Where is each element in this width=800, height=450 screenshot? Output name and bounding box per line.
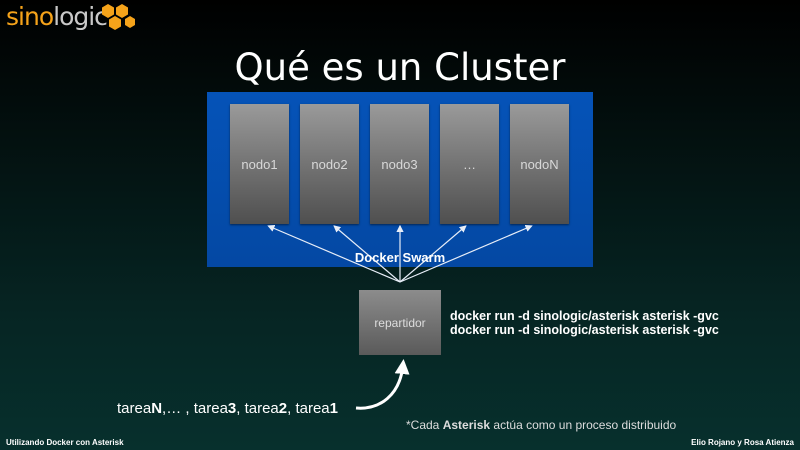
logo-text-sino: sino <box>6 2 54 31</box>
task-queue-text: tareaN,… , tarea3, tarea2, tarea1 <box>117 400 338 417</box>
hexagon-logo-icon <box>102 4 135 30</box>
slide-title: Qué es un Cluster <box>234 46 566 89</box>
node-box: nodo1 <box>230 104 289 224</box>
footnote: *Cada Asterisk actúa como un proceso dis… <box>406 418 676 432</box>
note-segment: *Cada <box>406 418 443 432</box>
tasks-segment: N <box>151 400 163 417</box>
tasks-segment: 1 <box>329 400 338 417</box>
tasks-segment: ,… , tarea <box>162 400 228 417</box>
arrow-to-node-5 <box>399 225 533 283</box>
docker-swarm-label: Docker Swarm <box>354 250 446 265</box>
tasks-segment: tarea <box>117 400 152 417</box>
tasks-segment: , tarea <box>236 400 279 417</box>
arrow-to-node-2 <box>333 225 401 283</box>
command-line: docker run -d sinologic/asterisk asteris… <box>450 309 719 323</box>
curved-arrow-icon <box>355 359 410 410</box>
note-segment: actúa como un proceso distribuido <box>490 418 677 432</box>
node-box: … <box>440 104 499 224</box>
logo-text-logic: logic <box>53 2 108 31</box>
tasks-segment: 3 <box>227 400 237 417</box>
note-segment: Asterisk <box>442 418 491 432</box>
node-box: nodo3 <box>370 104 429 224</box>
footer-title: Utilizando Docker con Asterisk <box>6 438 124 447</box>
tasks-segment: , tarea <box>287 400 330 417</box>
footer-authors: Elio Rojano y Rosa Atienza <box>691 438 794 447</box>
arrow-to-node-1 <box>267 225 401 283</box>
sinologic-logo: sinologic <box>6 2 135 31</box>
tasks-segment: 2 <box>278 400 288 417</box>
dispatcher-box: repartidor <box>359 290 441 355</box>
command-line: docker run -d sinologic/asterisk asteris… <box>450 323 719 337</box>
node-box: nodoN <box>510 104 569 224</box>
arrow-to-node-4 <box>399 225 467 283</box>
node-box: nodo2 <box>300 104 359 224</box>
